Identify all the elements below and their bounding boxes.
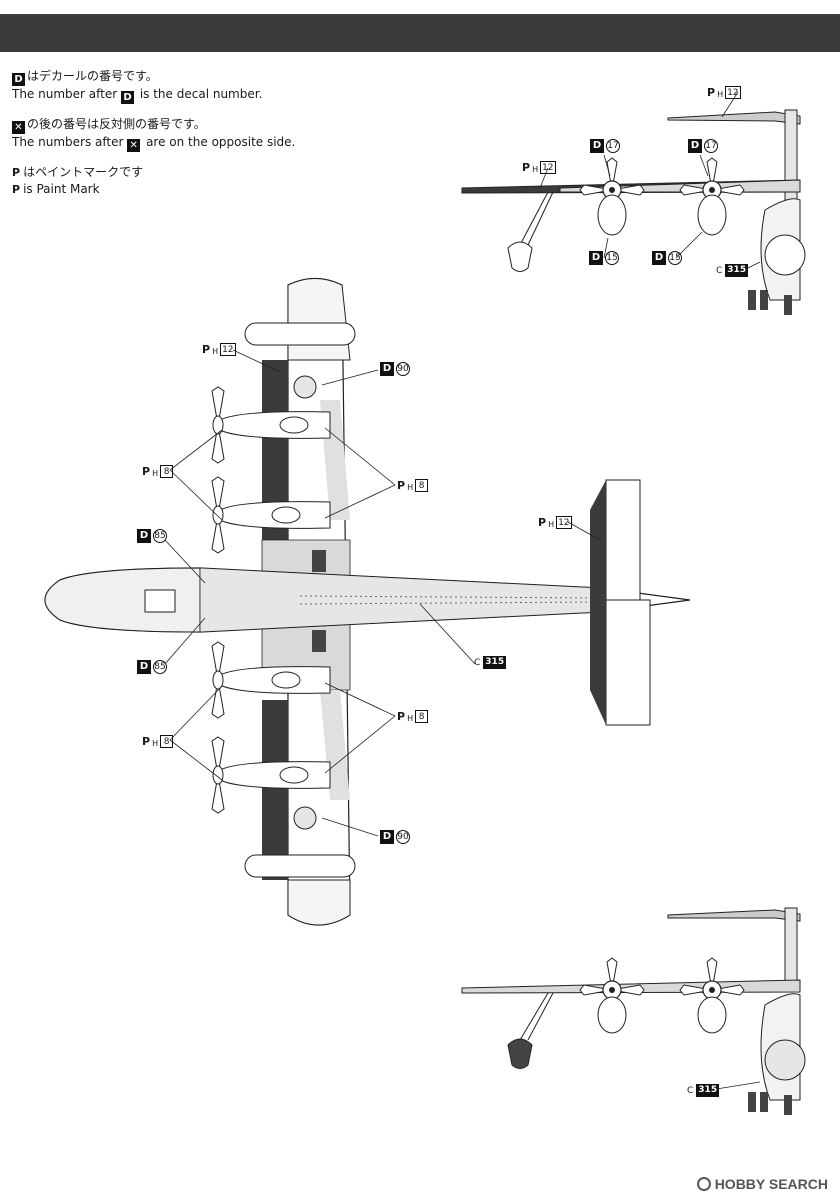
legend-decal-jp: はデカールの番号です。 — [27, 69, 158, 83]
decal-box-icon: D — [688, 139, 702, 153]
paint-sub: H — [212, 347, 219, 356]
part-number: 315 — [725, 264, 749, 277]
part-number: 315 — [696, 1084, 720, 1097]
paint-mark-icon: P — [522, 160, 531, 174]
paint-sub: H — [152, 739, 159, 748]
decal-box-icon: D — [589, 251, 603, 265]
paint-sub: H — [548, 520, 555, 529]
decal-number: 17 — [606, 139, 620, 153]
legend-decal-en-post: is the decal number. — [139, 87, 263, 101]
legend-decal-en-pre: The number after — [12, 87, 118, 101]
opposite-side-icon: ✕ — [12, 121, 25, 134]
decal-number: 17 — [704, 139, 718, 153]
decal-number: 15 — [605, 251, 619, 265]
legend-paint-en: is Paint Mark — [23, 182, 100, 196]
paint-mark-icon: P — [707, 85, 716, 99]
decal-box-icon: D — [121, 91, 134, 104]
paint-sub: H — [152, 469, 159, 478]
part-letter: C — [716, 265, 723, 276]
paint-mark-icon: P — [12, 166, 21, 179]
paint-mark-icon: P — [142, 464, 151, 478]
paint-number: 8 — [415, 478, 429, 492]
hobbysearch-logo-icon — [696, 1177, 711, 1191]
front-view-top — [461, 109, 806, 315]
decal-number: 85 — [153, 529, 167, 543]
header-bar — [0, 14, 840, 52]
paint-mark-icon: P — [142, 734, 151, 748]
decal-box-icon: D — [12, 73, 25, 86]
paint-mark-icon: P — [12, 183, 21, 196]
paint-number: 12 — [220, 342, 236, 356]
decal-box-icon: D — [652, 251, 666, 265]
paint-mark-icon: P — [397, 478, 406, 492]
front-view-bottom — [461, 907, 806, 1115]
decal-number: 90 — [396, 362, 410, 376]
paint-sub: H — [717, 90, 724, 99]
paint-mark-icon: P — [202, 342, 211, 356]
part-letter: C — [687, 1085, 694, 1096]
paint-number: 12 — [556, 515, 572, 529]
watermark: HOBBY SEARCH — [696, 1176, 828, 1192]
paint-number: 8 — [160, 464, 174, 478]
legend-opposite-jp: の後の番号は反対側の番号です。 — [27, 117, 206, 131]
decal-box-icon: D — [137, 660, 151, 674]
decal-box-icon: D — [137, 529, 151, 543]
paint-sub: H — [407, 714, 414, 723]
paint-number: 8 — [160, 734, 174, 748]
decal-box-icon: D — [380, 362, 394, 376]
plan-view-main — [44, 277, 691, 926]
paint-mark-icon: P — [397, 709, 406, 723]
paint-mark-icon: P — [538, 515, 547, 529]
paint-number: 8 — [415, 709, 429, 723]
part-number: 315 — [483, 656, 507, 669]
part-letter: C — [474, 657, 481, 668]
paint-sub: H — [532, 165, 539, 174]
paint-number: 12 — [725, 85, 741, 99]
opposite-side-icon: ✕ — [127, 139, 141, 152]
watermark-text: HOBBY SEARCH — [714, 1176, 828, 1192]
legend-paint-jp: はペイントマークです — [23, 165, 144, 179]
decal-number: 85 — [153, 660, 167, 674]
leader-lines — [164, 91, 761, 1091]
paint-sub: H — [407, 483, 414, 492]
decal-number: 90 — [396, 830, 410, 844]
legend-opposite-en-post: are on the opposite side. — [146, 135, 296, 149]
legend-opposite-en-pre: The numbers after — [12, 135, 124, 149]
paint-number: 12 — [540, 160, 556, 174]
legend-opposite: ✕の後の番号は反対側の番号です。 The numbers after ✕ are… — [12, 116, 312, 152]
decal-box-icon: D — [380, 830, 394, 844]
decal-number: 15 — [668, 251, 682, 265]
decal-box-icon: D — [590, 139, 604, 153]
